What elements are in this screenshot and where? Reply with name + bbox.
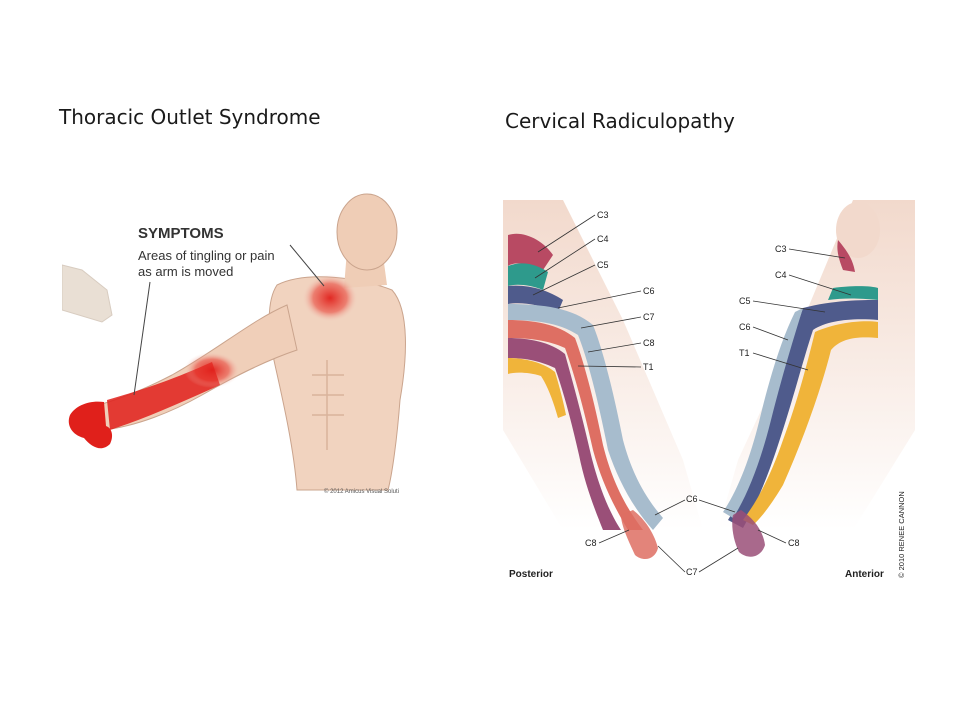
post-label-c3: C3 xyxy=(597,210,609,220)
band-c3 xyxy=(508,233,553,270)
tos-copyright: © 2012 Amicus Visual Soluti xyxy=(324,488,399,495)
ant-band-t1 xyxy=(743,321,878,525)
cr-copyright: © 2010 RENEE CANNON xyxy=(897,491,906,578)
ant-label-c5: C5 xyxy=(739,296,751,306)
head xyxy=(336,193,398,271)
hand xyxy=(68,401,113,449)
background-hand xyxy=(62,264,113,323)
ant-band-c6 xyxy=(723,308,803,518)
symptoms-desc-line1: Areas of tingling or pain xyxy=(138,248,275,263)
ant-band-c4 xyxy=(828,286,878,300)
symptoms-heading: SYMPTOMS xyxy=(138,225,224,242)
band-c5 xyxy=(508,285,563,312)
ant-band-c5 xyxy=(728,300,878,528)
ant-label-t1: T1 xyxy=(739,348,750,358)
anterior-labels: C3 C4 C5 C6 T1 xyxy=(739,244,787,358)
tos-illustration: SYMPTOMS Areas of tingling or pain as ar… xyxy=(62,193,406,495)
band-c6 xyxy=(508,304,663,530)
anterior-figure xyxy=(718,200,915,557)
post-label-c4: C4 xyxy=(597,234,609,244)
tos-title: Thoracic Outlet Syndrome xyxy=(59,105,321,129)
anterior-label: Anterior xyxy=(845,569,884,580)
ant-band-c3 xyxy=(837,240,855,272)
hand-labels: C8 C6 C7 C8 xyxy=(585,494,800,577)
posterior-labels: C3 C4 C5 C6 C7 C8 T1 xyxy=(597,210,655,372)
post-label-c8: C8 xyxy=(643,338,655,348)
post-label-t1: T1 xyxy=(643,362,654,372)
hand-label-post-c8: C8 xyxy=(585,538,597,548)
post-label-c6: C6 xyxy=(643,286,655,296)
posterior-label: Posterior xyxy=(509,569,553,580)
hand-label-c6: C6 xyxy=(686,494,698,504)
neck-pain-area xyxy=(302,274,358,322)
ant-label-c4: C4 xyxy=(775,270,787,280)
band-t1 xyxy=(508,358,566,418)
band-c7 xyxy=(508,320,643,530)
dermatome-diagram: C3 C4 C5 C6 C7 C8 T1 C3 C4 C5 C6 T1 C8 C… xyxy=(503,200,915,580)
ant-label-c6: C6 xyxy=(739,322,751,332)
hand-label-ant-c8: C8 xyxy=(788,538,800,548)
leader-neck xyxy=(289,244,325,287)
hand-label-c7: C7 xyxy=(686,567,698,577)
symptoms-desc-line2: as arm is moved xyxy=(138,264,233,279)
band-c8 xyxy=(508,338,621,530)
cervical-radiculopathy-title: Cervical Radiculopathy xyxy=(505,109,735,133)
ant-label-c3: C3 xyxy=(775,244,787,254)
leader-arm xyxy=(133,281,151,396)
band-c4 xyxy=(508,263,548,290)
posterior-figure xyxy=(503,200,703,560)
post-label-c7: C7 xyxy=(643,312,655,322)
post-label-c5: C5 xyxy=(597,260,609,270)
